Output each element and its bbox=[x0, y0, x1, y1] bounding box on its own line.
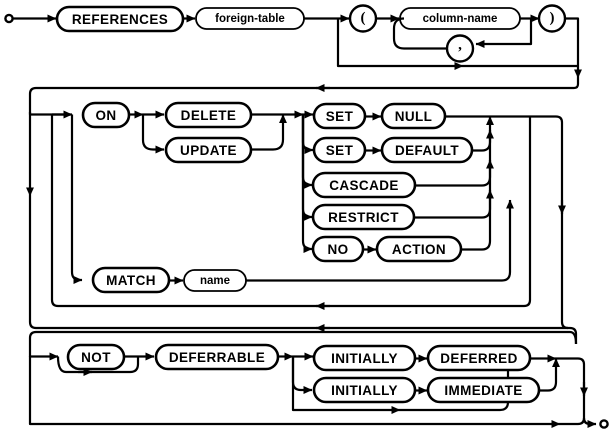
rail-match-merge bbox=[246, 199, 514, 282]
node-default-label: DEFAULT bbox=[395, 143, 459, 158]
rail-to-end-terminal bbox=[582, 417, 597, 428]
node-not-label: NOT bbox=[81, 350, 111, 365]
node-set-default-set-label: SET bbox=[326, 143, 354, 158]
node-restrict[interactable]: RESTRICT bbox=[311, 203, 416, 231]
node-action-label: ACTION bbox=[392, 242, 446, 257]
node-null[interactable]: NULL bbox=[380, 102, 447, 130]
node-lparen-label: ( bbox=[361, 10, 366, 26]
rail-paren-group-bypass bbox=[336, 18, 464, 70]
node-match[interactable]: MATCH bbox=[91, 266, 171, 294]
node-foreign-table-label: foreign-table bbox=[215, 13, 285, 25]
rail-fork-to-restrict bbox=[301, 114, 313, 221]
node-initially-2-label: INITIALLY bbox=[331, 383, 398, 398]
node-deferrable-label: DEFERRABLE bbox=[169, 350, 265, 365]
node-cascade-label: CASCADE bbox=[329, 178, 399, 193]
node-rparen-label: ) bbox=[550, 10, 555, 26]
node-immediate[interactable]: IMMEDIATE bbox=[426, 376, 541, 404]
node-initially-1-label: INITIALLY bbox=[331, 351, 398, 366]
node-default[interactable]: DEFAULT bbox=[380, 136, 474, 164]
rail-row3-entry bbox=[28, 352, 59, 361]
node-no-label: NO bbox=[327, 242, 348, 257]
node-name-label: name bbox=[200, 275, 230, 287]
node-references[interactable]: REFERENCES bbox=[55, 5, 185, 33]
node-set-null-set[interactable]: SET bbox=[312, 102, 367, 130]
node-delete[interactable]: DELETE bbox=[164, 101, 253, 129]
node-comma[interactable]: , bbox=[445, 34, 475, 63]
node-set-null-set-label: SET bbox=[326, 109, 354, 124]
node-rparen[interactable]: ) bbox=[537, 4, 567, 33]
rail-initially-bypass bbox=[291, 356, 401, 414]
wrap-row2-row3 bbox=[28, 330, 578, 356]
rail-rparen-to-right-bus bbox=[565, 17, 580, 66]
node-column-name[interactable]: column-name bbox=[399, 7, 521, 30]
row-on-action: ON DELETE UPDATE bbox=[26, 101, 578, 344]
wrap-row1-row2 bbox=[28, 78, 580, 112]
row-deferrable: NOT DEFERRABLE INITIALLY DEFERRE bbox=[28, 343, 609, 429]
node-comma-label: , bbox=[458, 37, 462, 53]
rail-wrap-2 bbox=[28, 330, 578, 356]
node-on[interactable]: ON bbox=[81, 101, 131, 129]
rail-default-merge bbox=[472, 116, 494, 152]
node-match-label: MATCH bbox=[106, 273, 156, 288]
node-set-default-set[interactable]: SET bbox=[312, 136, 367, 164]
node-column-name-label: column-name bbox=[423, 13, 498, 25]
node-on-label: ON bbox=[95, 108, 116, 123]
node-foreign-table[interactable]: foreign-table bbox=[195, 7, 305, 30]
rail-action-bus-to-bottom bbox=[530, 115, 569, 330]
rail-update-merge bbox=[251, 114, 287, 151]
node-update-label: UPDATE bbox=[180, 143, 237, 158]
node-deferred-label: DEFERRED bbox=[440, 351, 517, 366]
rail-fork-to-update bbox=[141, 114, 165, 154]
rail-row3-right-bus bbox=[556, 357, 586, 414]
rail-not-bypass bbox=[56, 356, 140, 374]
rail-immediate-merge bbox=[539, 358, 560, 392]
node-references-label: REFERENCES bbox=[72, 12, 168, 27]
end-terminal-icon bbox=[599, 419, 609, 429]
node-cascade[interactable]: CASCADE bbox=[311, 171, 417, 199]
rail-fork-to-set-default bbox=[301, 114, 314, 154]
rail-fork-to-match bbox=[70, 114, 83, 284]
rail-row3-bypass-merge bbox=[560, 414, 586, 426]
node-lparen[interactable]: ( bbox=[348, 4, 378, 33]
node-deferred[interactable]: DEFERRED bbox=[426, 344, 532, 372]
start-terminal-icon bbox=[4, 13, 14, 24]
rail-no-action-merge bbox=[461, 189, 494, 251]
node-deferrable[interactable]: DEFERRABLE bbox=[154, 343, 280, 371]
node-action[interactable]: ACTION bbox=[375, 235, 463, 263]
rail-row2-bypass-bottom bbox=[28, 196, 570, 330]
rail-wrap-1 bbox=[28, 78, 580, 112]
rail-comma-loop-down bbox=[475, 18, 533, 48]
node-no[interactable]: NO bbox=[311, 235, 365, 263]
rail-fork-to-initially-2 bbox=[291, 356, 313, 394]
node-update[interactable]: UPDATE bbox=[164, 136, 253, 164]
rail-row3-bypass bbox=[28, 356, 561, 428]
node-delete-label: DELETE bbox=[181, 108, 237, 123]
row-references: REFERENCES foreign-table ( column-name ) bbox=[4, 4, 582, 79]
node-initially-2[interactable]: INITIALLY bbox=[312, 376, 417, 404]
rail-row2-to-row3 bbox=[569, 326, 578, 344]
rail-fork-to-no-action bbox=[301, 114, 313, 253]
node-name[interactable]: name bbox=[183, 269, 247, 292]
node-initially-1[interactable]: INITIALLY bbox=[312, 344, 417, 372]
node-restrict-label: RESTRICT bbox=[328, 210, 399, 225]
node-null-label: NULL bbox=[395, 109, 433, 124]
rail-group-repeat-loop bbox=[50, 114, 532, 308]
rail-comma-loop-back bbox=[392, 17, 447, 50]
node-not[interactable]: NOT bbox=[66, 343, 126, 371]
rail-restrict-merge bbox=[414, 159, 494, 219]
node-immediate-label: IMMEDIATE bbox=[444, 383, 522, 398]
